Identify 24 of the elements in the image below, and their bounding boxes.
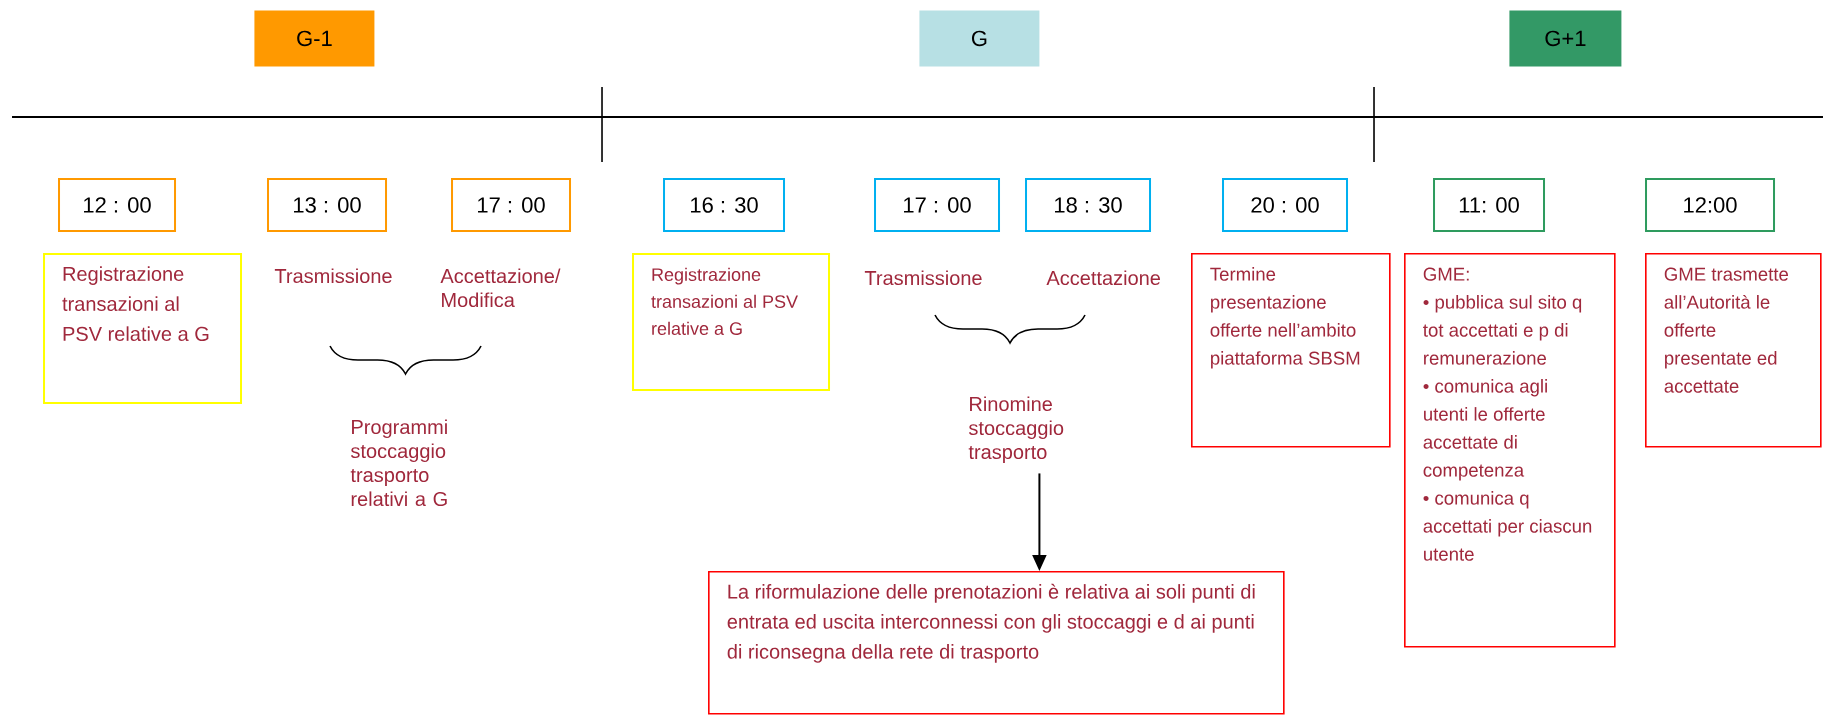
note-box: Termine presentazione offerte nell’ambito piattaforma SBSM xyxy=(1191,253,1391,448)
day-header-box: G+1 xyxy=(1509,10,1622,67)
time-box: 16 : 30 xyxy=(663,178,785,232)
time-box: 17 : 00 xyxy=(451,178,571,232)
label-text: Trasmissione xyxy=(864,270,982,286)
label-text: Accettazione/ Modifica xyxy=(440,268,561,308)
label-text: Trasmissione xyxy=(274,268,392,284)
time-box: 12:00 xyxy=(1645,178,1775,232)
note-box: Registrazione transazioni al PSV relative a G xyxy=(632,253,830,391)
note-box: Registrazione transazioni al PSV relative a G xyxy=(43,253,242,404)
note-box: GME: • pubblica sul sito q tot accettati e p di remunerazione • comunica agli utenti le offerte accettate di competenza • comunica q accettati per ciascun utente xyxy=(1404,253,1616,648)
label-text: Programmi stoccaggio trasporto relativi a G xyxy=(350,419,447,507)
time-box: 20 : 00 xyxy=(1222,178,1348,232)
time-box: 11: 00 xyxy=(1433,178,1545,232)
time-box: 13 : 00 xyxy=(267,178,387,232)
time-box: 12 : 00 xyxy=(58,178,176,232)
day-header-box: G-1 xyxy=(254,10,375,67)
note-box: La riformulazione delle prenotazioni è relativa ai soli punti di entrata ed uscita interconnessi con gli stoccaggi e d ai punti di riconsegna della rete di trasporto xyxy=(708,571,1285,715)
time-box: 18 : 30 xyxy=(1025,178,1151,232)
label-text: Accettazione xyxy=(1046,270,1160,286)
day-header-box: G xyxy=(919,10,1040,67)
time-box: 17 : 00 xyxy=(874,178,1000,232)
note-box: GME trasmette all’Autorità le offerte presentate ed accettate xyxy=(1645,253,1822,448)
note-text: Rinomine stoccaggio trasporto xyxy=(968,396,1064,463)
